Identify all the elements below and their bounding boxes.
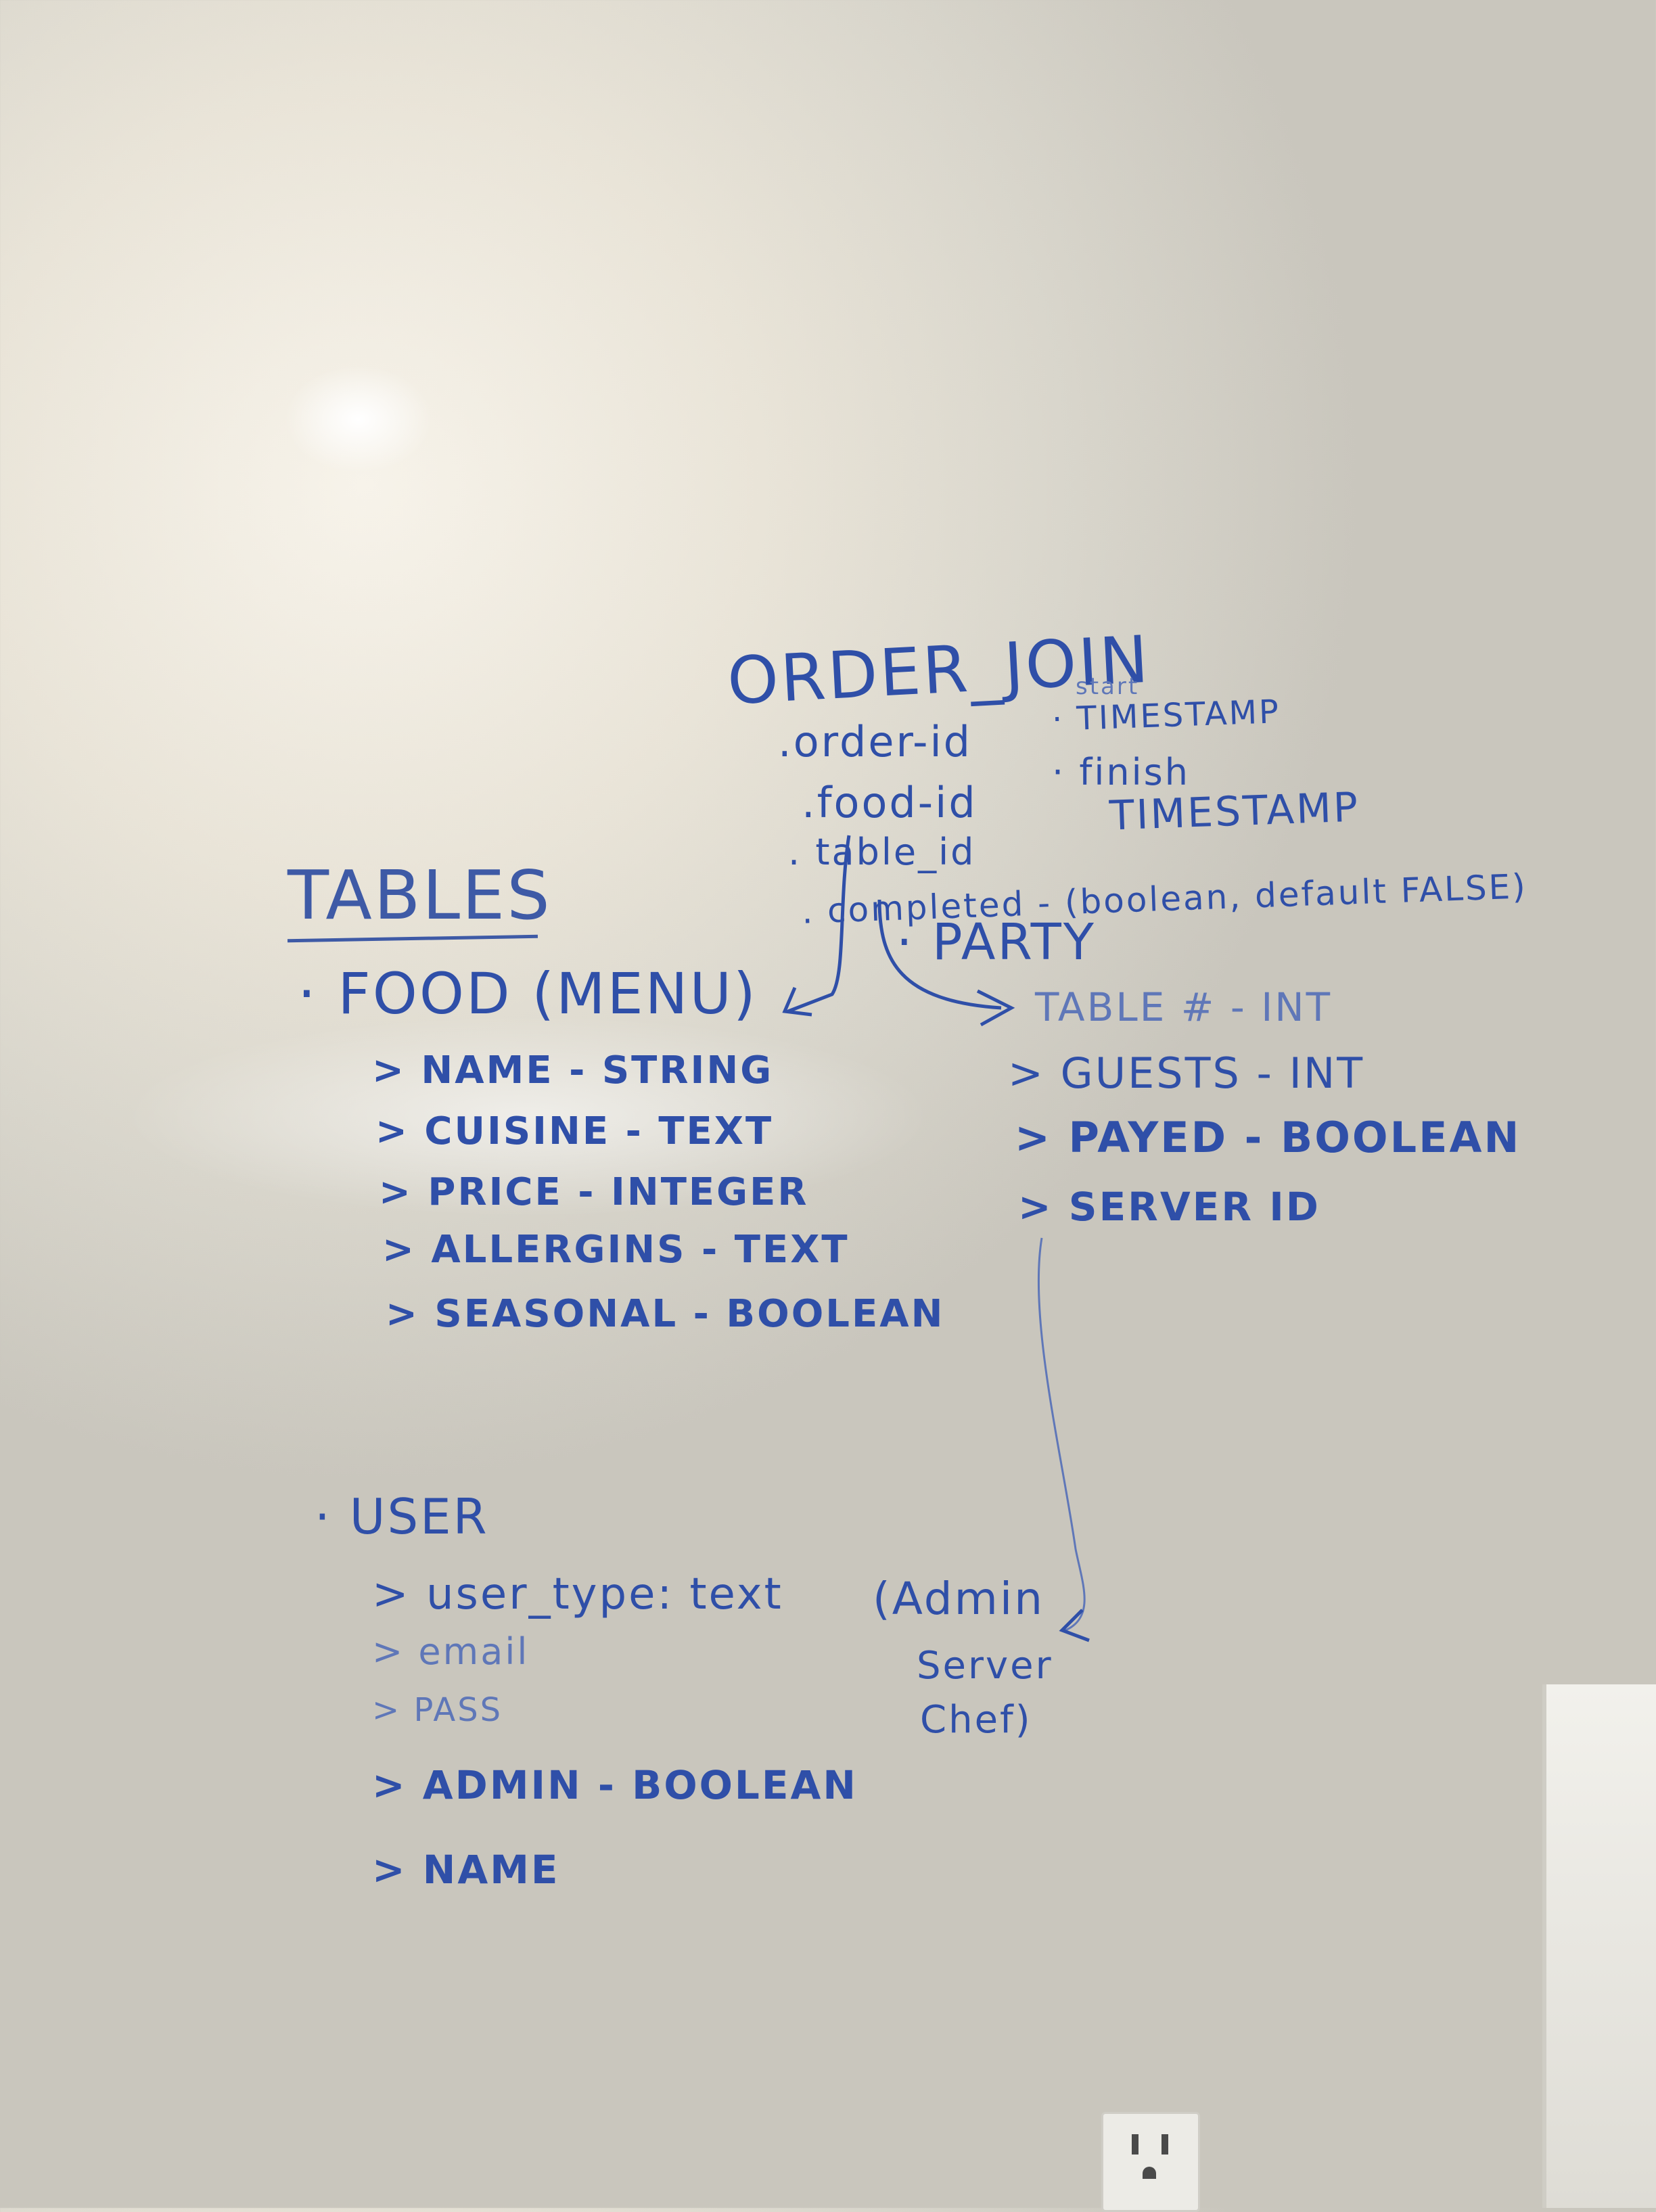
user-field: > ADMIN - BOOLEAN (372, 1762, 858, 1808)
completed-to-food-arrowhead (782, 987, 812, 1017)
party-field: > PAYED - BOOLEAN (1015, 1113, 1521, 1162)
outlet-slot (1162, 2134, 1168, 2155)
tables-heading: TABLES (288, 856, 552, 935)
order-to-party-arrowhead (976, 989, 1015, 1027)
server-id-to-user-type-arrowhead (1059, 1609, 1090, 1642)
outlet-slot (1132, 2134, 1138, 2155)
user-field: > email (372, 1630, 530, 1673)
party-field: > GUESTS - INT (1008, 1049, 1365, 1098)
food-field: > SEASONAL - BOOLEAN (386, 1292, 945, 1336)
food-field: > ALLERGINS - TEXT (382, 1228, 850, 1272)
user-field: > NAME (372, 1847, 560, 1893)
outlet-ground (1143, 2167, 1156, 2179)
finish-timestamp: TIMESTAMP (1108, 783, 1361, 840)
order-join-field: .order-id (778, 717, 973, 766)
electrical-outlet (1101, 2112, 1200, 2212)
start-timestamp: · TIMESTAMP (1051, 693, 1281, 739)
order-join-field: .food-id (802, 778, 978, 827)
tables-underline (287, 934, 538, 943)
user-field: > PASS (372, 1691, 503, 1729)
food-field: > PRICE - INTEGER (379, 1170, 809, 1214)
food-title: · FOOD (MENU) (298, 961, 758, 1027)
light-glare (284, 365, 433, 474)
user-field: > user_type: text (372, 1569, 783, 1619)
user-type-option: (Admin (873, 1573, 1045, 1625)
party-field: TABLE # - INT (1035, 984, 1333, 1030)
white-cabinet (1542, 1684, 1656, 2208)
food-field: > CUISINE - TEXT (375, 1109, 774, 1153)
start-annotation: start (1076, 673, 1140, 700)
party-field: > SERVER ID (1018, 1184, 1320, 1230)
order-join-field: . table_id (788, 831, 976, 873)
food-field: > NAME - STRING (372, 1049, 774, 1092)
finish-label: · finish (1052, 751, 1190, 793)
server-id-to-user-type-arrow (1037, 1237, 1086, 1632)
party-title: · PARTY (896, 913, 1096, 971)
user-title: · USER (315, 1488, 489, 1545)
user-type-option: Chef) (920, 1698, 1032, 1742)
user-type-option: Server (917, 1644, 1053, 1688)
